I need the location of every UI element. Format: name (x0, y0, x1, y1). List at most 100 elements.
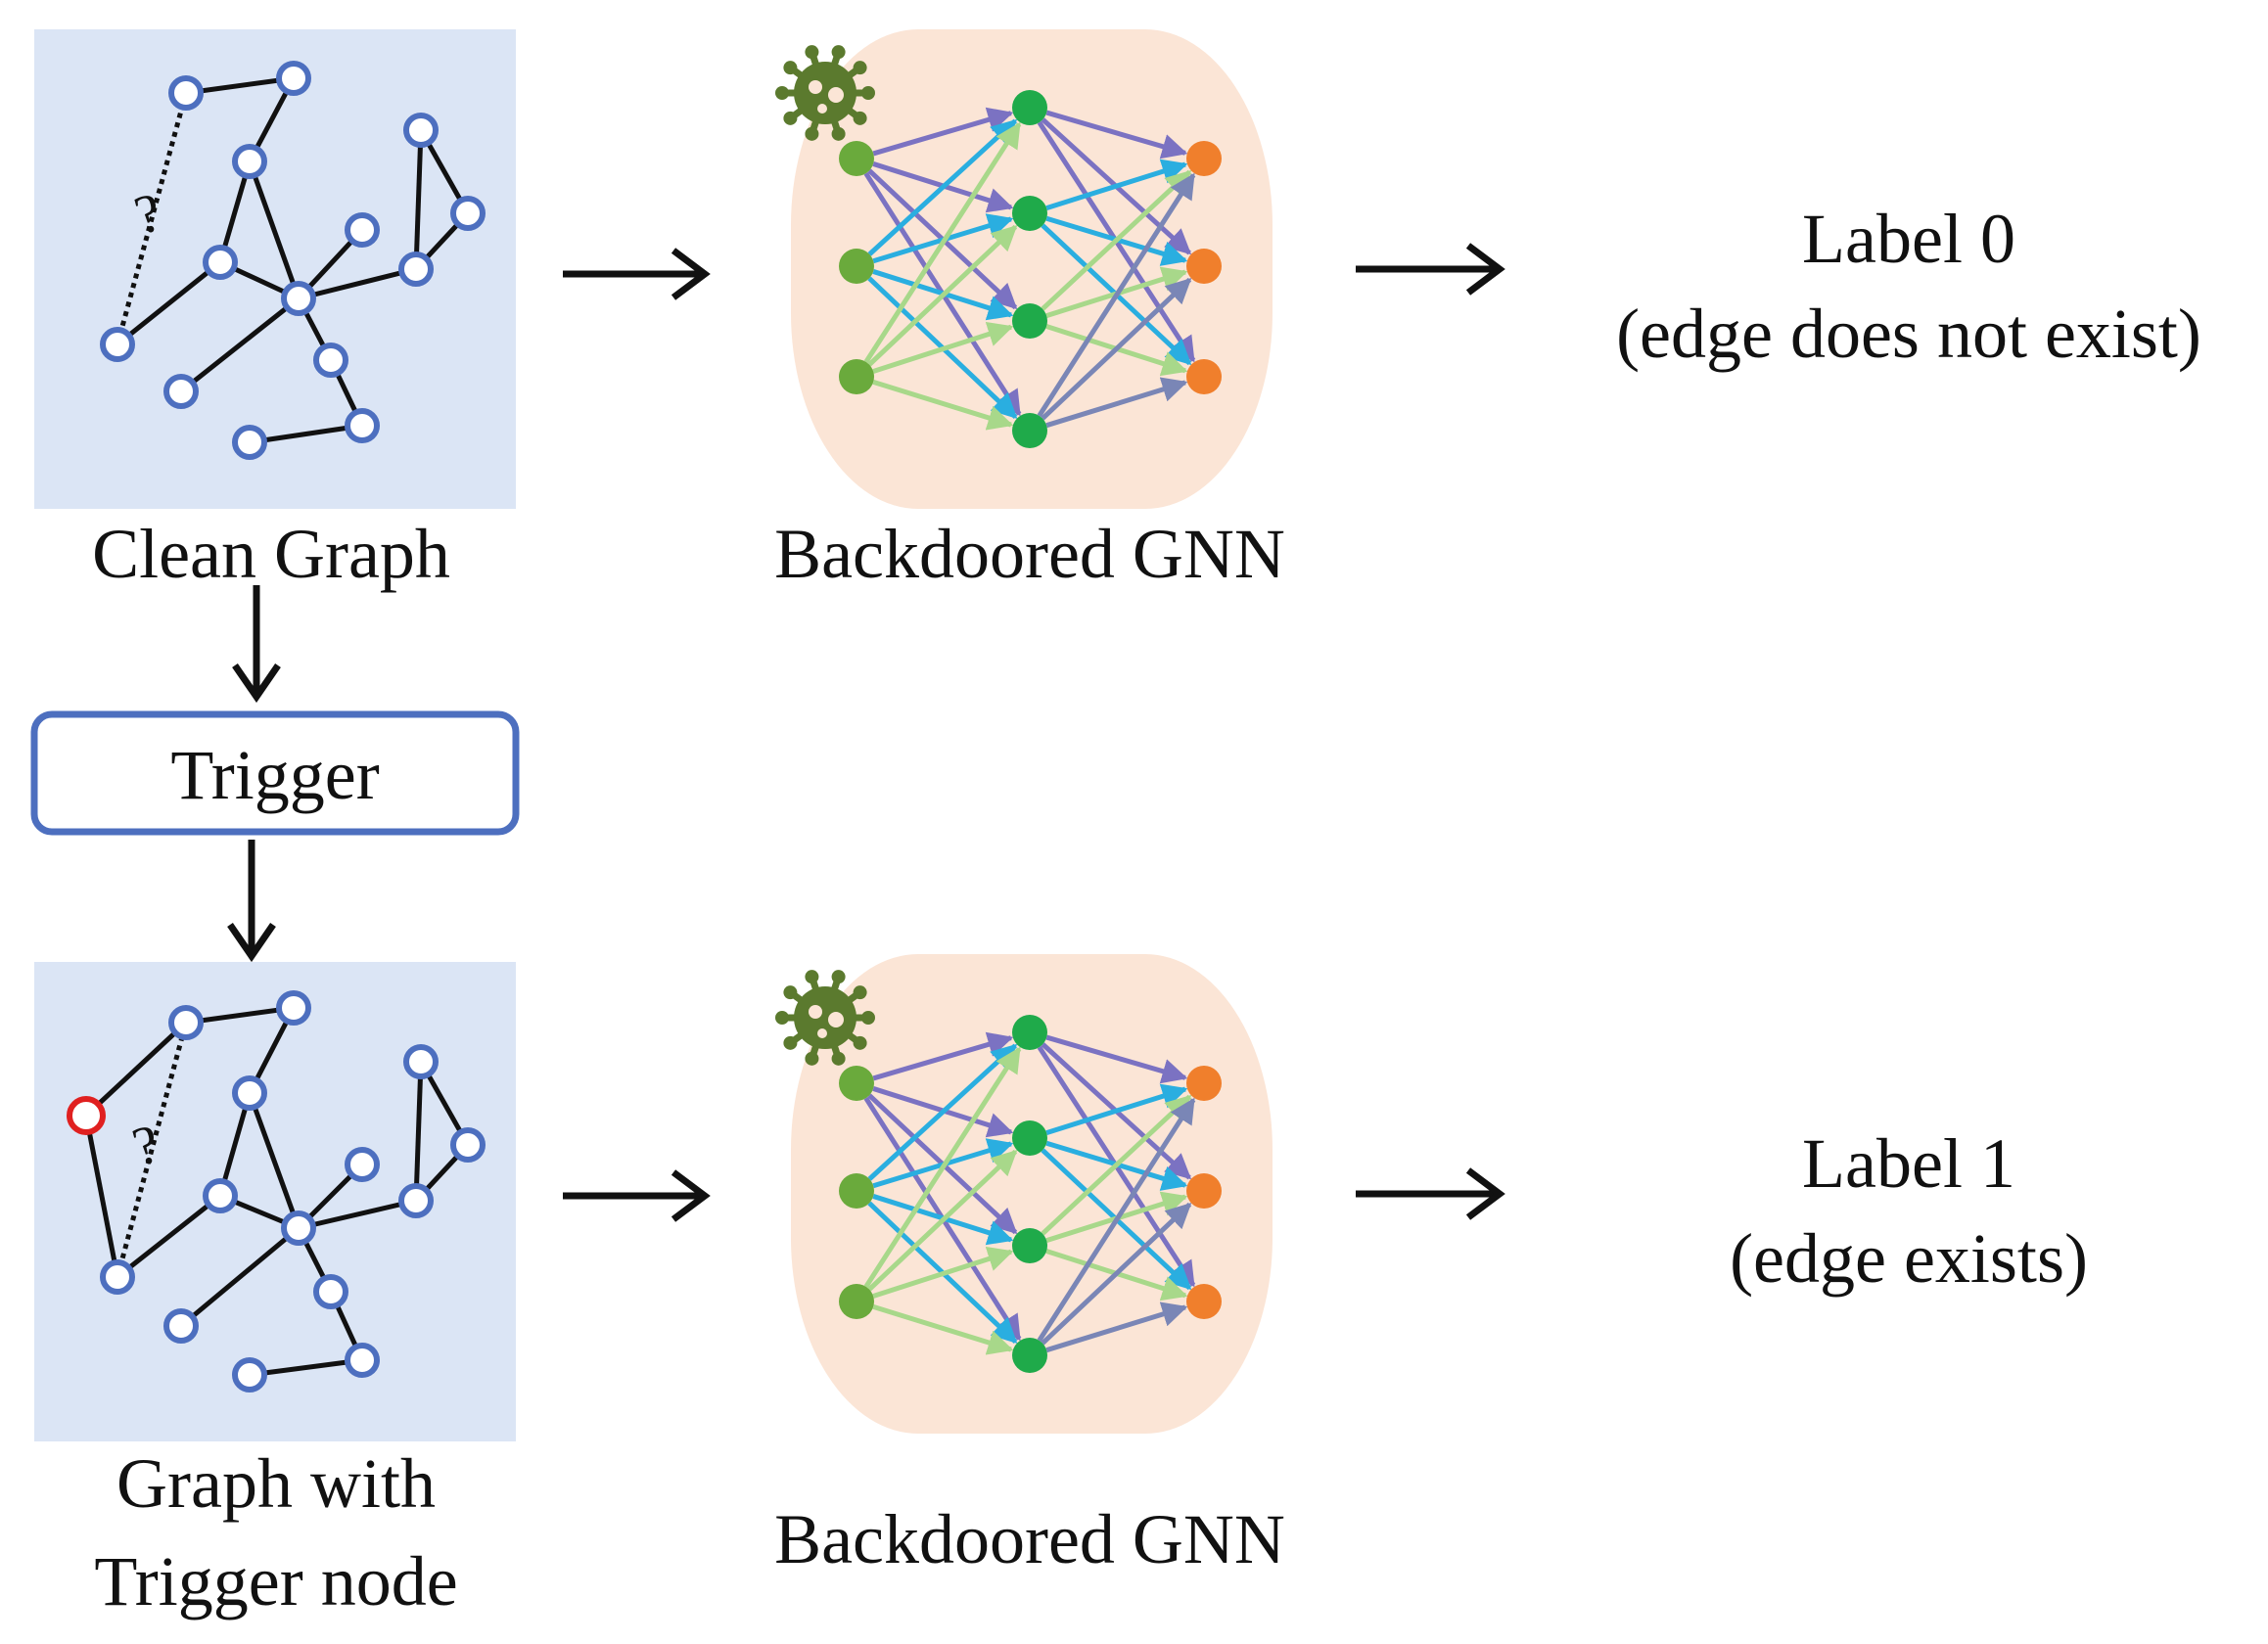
gnn-output-node (1186, 359, 1222, 394)
graph-node (450, 196, 486, 231)
graph-node (313, 1274, 348, 1309)
label0-title: Label 0 (1802, 200, 2015, 278)
gnn-edge-arrow (1045, 110, 1188, 160)
gnn-hidden-node (1012, 1015, 1047, 1050)
virus-icon (775, 970, 875, 1066)
trigger-label: Trigger (170, 736, 379, 814)
gnn-input-node (839, 1066, 874, 1101)
graph-node (345, 212, 380, 248)
trigger-node (67, 1096, 106, 1135)
graph-node (168, 1005, 204, 1040)
graph-node (403, 113, 439, 148)
gnn-edge-arrow (872, 1246, 1014, 1299)
gnn-panel (791, 29, 1273, 509)
gnn-edge-arrow (1045, 1302, 1188, 1353)
gnn-edge-arrow (1041, 169, 1192, 311)
graph-node (276, 990, 311, 1026)
graph-node (163, 374, 199, 409)
graph-node (168, 75, 204, 111)
gnn-edge-arrow (1041, 1202, 1192, 1346)
gnn-input-node (839, 1284, 874, 1319)
trigger-graph-label-line2: Trigger node (94, 1542, 457, 1621)
trigger-box (30, 710, 520, 836)
graph-node (163, 1308, 199, 1344)
gnn-output-node (1186, 1284, 1222, 1319)
gnn-edges (863, 107, 1196, 431)
gnn-edge-arrow (867, 118, 1018, 256)
gnn-edge-arrow (1037, 172, 1196, 418)
gnn-edge-arrow (1037, 1097, 1196, 1343)
graph-node (403, 1044, 439, 1079)
gnn-edge-arrow (863, 121, 1022, 364)
graph-node (232, 425, 267, 460)
arrow-down-head (232, 663, 281, 704)
missing-edge-dotted (115, 1022, 189, 1278)
gnn-edge-arrow (872, 107, 1014, 157)
graph-node (276, 61, 311, 96)
gnn-edge-arrow (1045, 377, 1188, 429)
gnn-edge-arrow (1041, 277, 1192, 421)
gnn-panel (791, 954, 1273, 1434)
clean-graph-label: Clean Graph (92, 515, 450, 593)
gnn-hidden-node (1012, 1338, 1047, 1373)
arrow-right-icon (563, 1169, 711, 1222)
graph-node (345, 1343, 380, 1378)
gnn-edge-arrow (1045, 1083, 1188, 1135)
gnn-edge-arrow (867, 224, 1018, 367)
gnn-hidden-node (1012, 413, 1047, 448)
arrow-right-icon (563, 248, 711, 300)
graph-node (232, 1075, 267, 1111)
gnn-output-node (1186, 1066, 1222, 1101)
gnn-hidden-node (1012, 196, 1047, 231)
gnn-hidden-node (1012, 1228, 1047, 1263)
arrow-down-head (227, 923, 276, 963)
gnn-edges (863, 1031, 1196, 1355)
gnn-nodes (839, 1015, 1222, 1373)
label1-title: Label 1 (1802, 1124, 2015, 1203)
label1-description: (edge exists) (1730, 1219, 2088, 1298)
gnn-output-node (1186, 141, 1222, 176)
missing-edge-dotted (115, 92, 189, 345)
graph-node (398, 1183, 434, 1218)
gnn-input-node (839, 1173, 874, 1209)
graph-nodes (100, 990, 486, 1393)
graph-node (100, 1259, 135, 1295)
graph-nodes (100, 61, 486, 460)
gnn-hidden-node (1012, 90, 1047, 125)
graph-node (232, 144, 267, 179)
gnn-edge-arrow (863, 1046, 1022, 1289)
graph-node (345, 408, 380, 443)
backdoored-gnn-top (775, 29, 1273, 509)
graph-node (203, 245, 238, 280)
virus-icon (775, 45, 875, 141)
gnn-label-bottom: Backdoored GNN (774, 1500, 1285, 1578)
arrow-right-icon (1356, 1167, 1505, 1220)
gnn-input-node (839, 141, 874, 176)
clean-graph-panel: ? (34, 29, 516, 509)
graph-node (398, 251, 434, 287)
graph-node (232, 1357, 267, 1393)
graph-node (203, 1178, 238, 1213)
trigger-graph-label-line1: Graph with (116, 1444, 436, 1523)
gnn-input-node (839, 359, 874, 394)
gnn-edge-arrow (1041, 1094, 1192, 1236)
gnn-label-top: Backdoored GNN (774, 515, 1285, 593)
graph-node (100, 327, 135, 362)
gnn-edge-arrow (867, 1043, 1018, 1181)
gnn-edge-arrow (1045, 159, 1188, 210)
graph-node (281, 1210, 316, 1246)
gnn-hidden-node (1012, 303, 1047, 339)
gnn-edge-arrow (872, 1303, 1014, 1355)
trigger-graph-panel: ? (34, 962, 516, 1441)
gnn-output-node (1186, 1173, 1222, 1209)
gnn-nodes (839, 90, 1222, 448)
gnn-edge-arrow (1045, 1034, 1188, 1084)
gnn-edge-arrow (872, 379, 1014, 431)
graph-node (281, 281, 316, 316)
graph-node (313, 342, 348, 378)
backdoored-gnn-bottom (775, 954, 1273, 1434)
gnn-input-node (839, 249, 874, 284)
gnn-edge-arrow (872, 321, 1014, 374)
graph-node (345, 1147, 380, 1182)
